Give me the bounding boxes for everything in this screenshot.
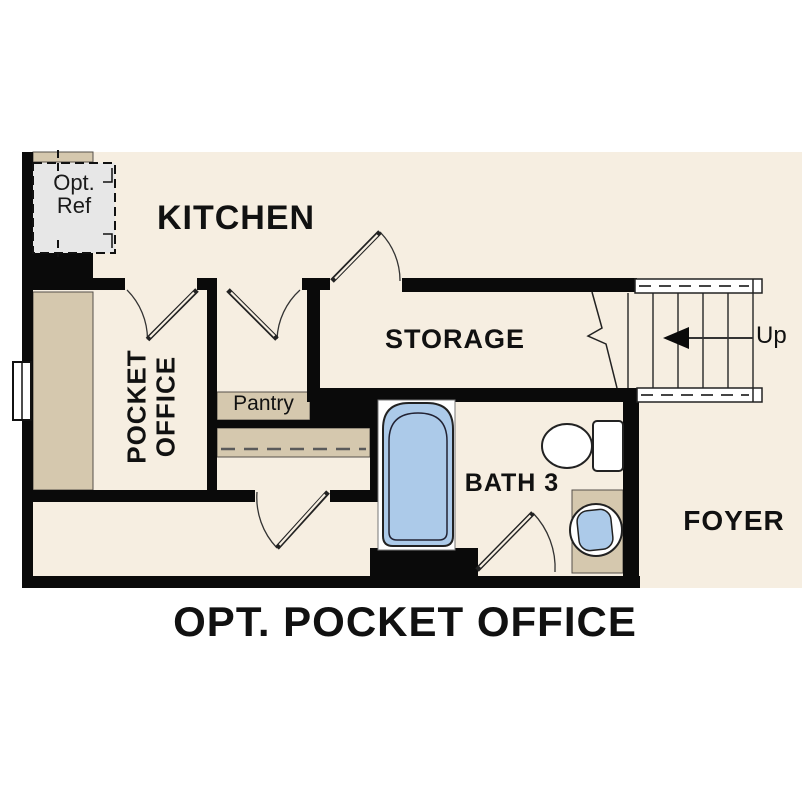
ref-door-mark bbox=[103, 168, 113, 183]
room-label-pocket-office: POCKET OFFICE bbox=[121, 317, 180, 497]
stair-up-arrow bbox=[663, 327, 753, 349]
wall-bottom-exterior bbox=[22, 576, 640, 588]
pocket-office-desk bbox=[32, 291, 94, 491]
wall-hall bbox=[22, 490, 255, 502]
ref-door-mark bbox=[103, 233, 113, 248]
optional-refrigerator bbox=[32, 150, 116, 257]
opt-ref-line1: Opt. bbox=[53, 170, 95, 195]
opt-ref-line2: Ref bbox=[56, 192, 92, 218]
pocket-office-line1: POCKET bbox=[121, 349, 152, 464]
wall-storage-top bbox=[402, 278, 637, 292]
sink bbox=[569, 503, 623, 557]
door-hall bbox=[256, 490, 330, 550]
stair-rail-bottom bbox=[636, 387, 763, 403]
kitchen-counter bbox=[32, 151, 94, 163]
pocket-office-line2: OFFICE bbox=[150, 355, 180, 458]
wall-storage-bottom bbox=[307, 388, 640, 402]
wall-stub bbox=[93, 278, 125, 290]
room-label-kitchen: KITCHEN bbox=[156, 199, 316, 237]
room-label-storage: STORAGE bbox=[384, 324, 526, 354]
bathtub bbox=[377, 399, 456, 551]
wall-pocket-office-right bbox=[207, 278, 217, 502]
door-bath bbox=[475, 511, 556, 573]
wall-ref-block bbox=[22, 253, 93, 290]
doors bbox=[126, 230, 556, 573]
plan-title: OPT. POCKET OFFICE bbox=[173, 598, 637, 645]
wall-storage-left bbox=[307, 278, 320, 402]
stair-break-line bbox=[586, 291, 618, 389]
stair-rail-top bbox=[634, 278, 763, 294]
optional-ref-label: Opt. Ref bbox=[33, 170, 115, 218]
stairs-up-label: Up bbox=[756, 322, 787, 349]
wall-foyer-left bbox=[623, 390, 639, 588]
room-label-foyer: FOYER bbox=[683, 505, 785, 536]
wall-tub-left bbox=[370, 388, 380, 502]
toilet bbox=[541, 420, 624, 472]
room-label-bath3: BATH 3 bbox=[464, 469, 560, 497]
wall-hall-stub bbox=[330, 490, 380, 502]
window bbox=[12, 361, 32, 421]
door-pantry bbox=[226, 288, 301, 341]
wall-pantry-bottom bbox=[217, 420, 310, 428]
wall-pantry-corner-block bbox=[310, 388, 380, 428]
room-label-pantry: Pantry bbox=[233, 392, 294, 415]
staircase bbox=[586, 278, 763, 403]
door-storage bbox=[330, 230, 401, 283]
door-pocket-office bbox=[126, 288, 199, 342]
closet-shelf bbox=[216, 427, 371, 458]
